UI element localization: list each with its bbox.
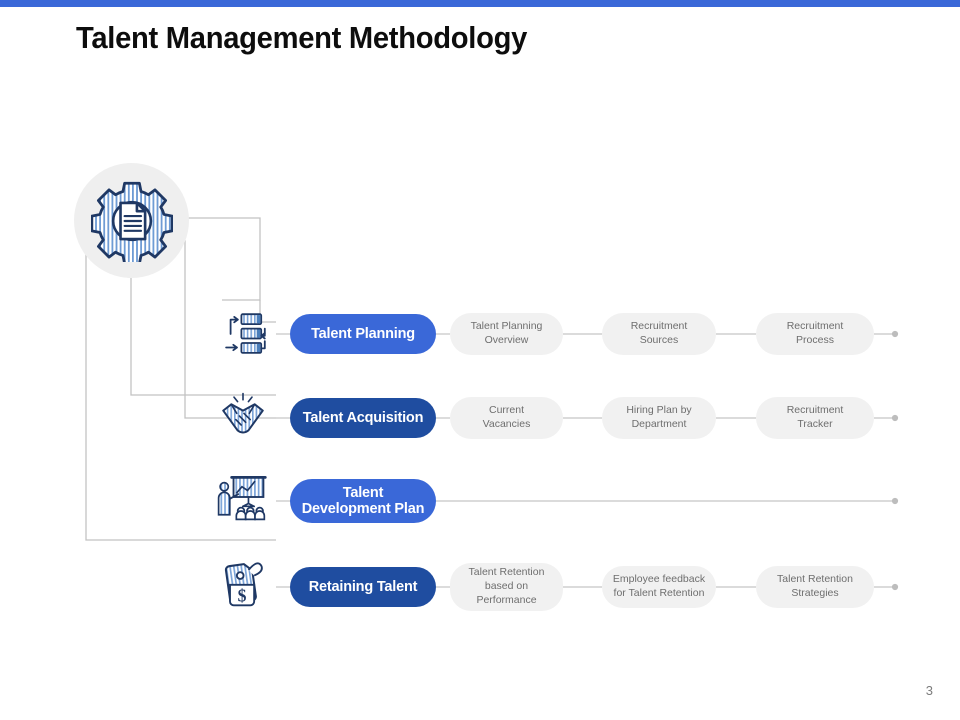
step-label: Current Vacancies <box>482 404 531 430</box>
main-pill-label: Talent Planning <box>311 325 415 342</box>
step-pill-employee-feedback-for-talent-retention[interactable]: Employee feedback for Talent Retention <box>602 566 716 608</box>
step-label: Talent Planning Overview <box>470 320 543 346</box>
step-label: Employee feedback for Talent Retention <box>612 573 706 599</box>
step-label: Talent Retention Strategies <box>777 573 853 599</box>
step-pill-current-vacancies[interactable]: Current Vacancies <box>450 397 563 439</box>
price-tag-dollar-icon: $ <box>212 552 274 614</box>
handshake-icon <box>212 385 274 447</box>
process-flow-servers-icon <box>214 303 276 365</box>
step-pill-talent-retention-based-on-performance[interactable]: Talent Retention based on Performance <box>450 563 563 611</box>
step-pill-recruitment-tracker[interactable]: Recruitment Tracker <box>756 397 874 439</box>
step-label: Recruitment Sources <box>630 320 688 346</box>
top-accent-bar <box>0 0 960 7</box>
svg-text:$: $ <box>238 586 247 606</box>
training-presentation-icon <box>210 466 272 528</box>
gear-document-icon <box>90 180 173 262</box>
step-pill-recruitment-process[interactable]: Recruitment Process <box>756 313 874 355</box>
step-pill-recruitment-sources[interactable]: Recruitment Sources <box>602 313 716 355</box>
main-pill-label: Talent Development Plan <box>301 484 425 517</box>
main-pill-talent-development-plan[interactable]: Talent Development Plan <box>290 479 436 523</box>
step-pill-talent-planning-overview[interactable]: Talent Planning Overview <box>450 313 563 355</box>
step-pill-hiring-plan-by-department[interactable]: Hiring Plan by Department <box>602 397 716 439</box>
main-pill-talent-planning[interactable]: Talent Planning <box>290 314 436 354</box>
step-pill-talent-retention-strategies[interactable]: Talent Retention Strategies <box>756 566 874 608</box>
hub-circle <box>74 163 189 278</box>
step-label: Recruitment Process <box>786 320 844 346</box>
step-label: Talent Retention based on Performance <box>468 566 545 606</box>
main-pill-retaining-talent[interactable]: Retaining Talent <box>290 567 436 607</box>
page-title: Talent Management Methodology <box>76 20 528 55</box>
main-pill-label: Retaining Talent <box>308 578 418 595</box>
step-label: Recruitment Tracker <box>786 404 844 430</box>
step-label: Hiring Plan by Department <box>626 404 692 430</box>
main-pill-talent-acquisition[interactable]: Talent Acquisition <box>290 398 436 438</box>
page-number: 3 <box>925 683 933 698</box>
main-pill-label: Talent Acquisition <box>302 409 424 426</box>
